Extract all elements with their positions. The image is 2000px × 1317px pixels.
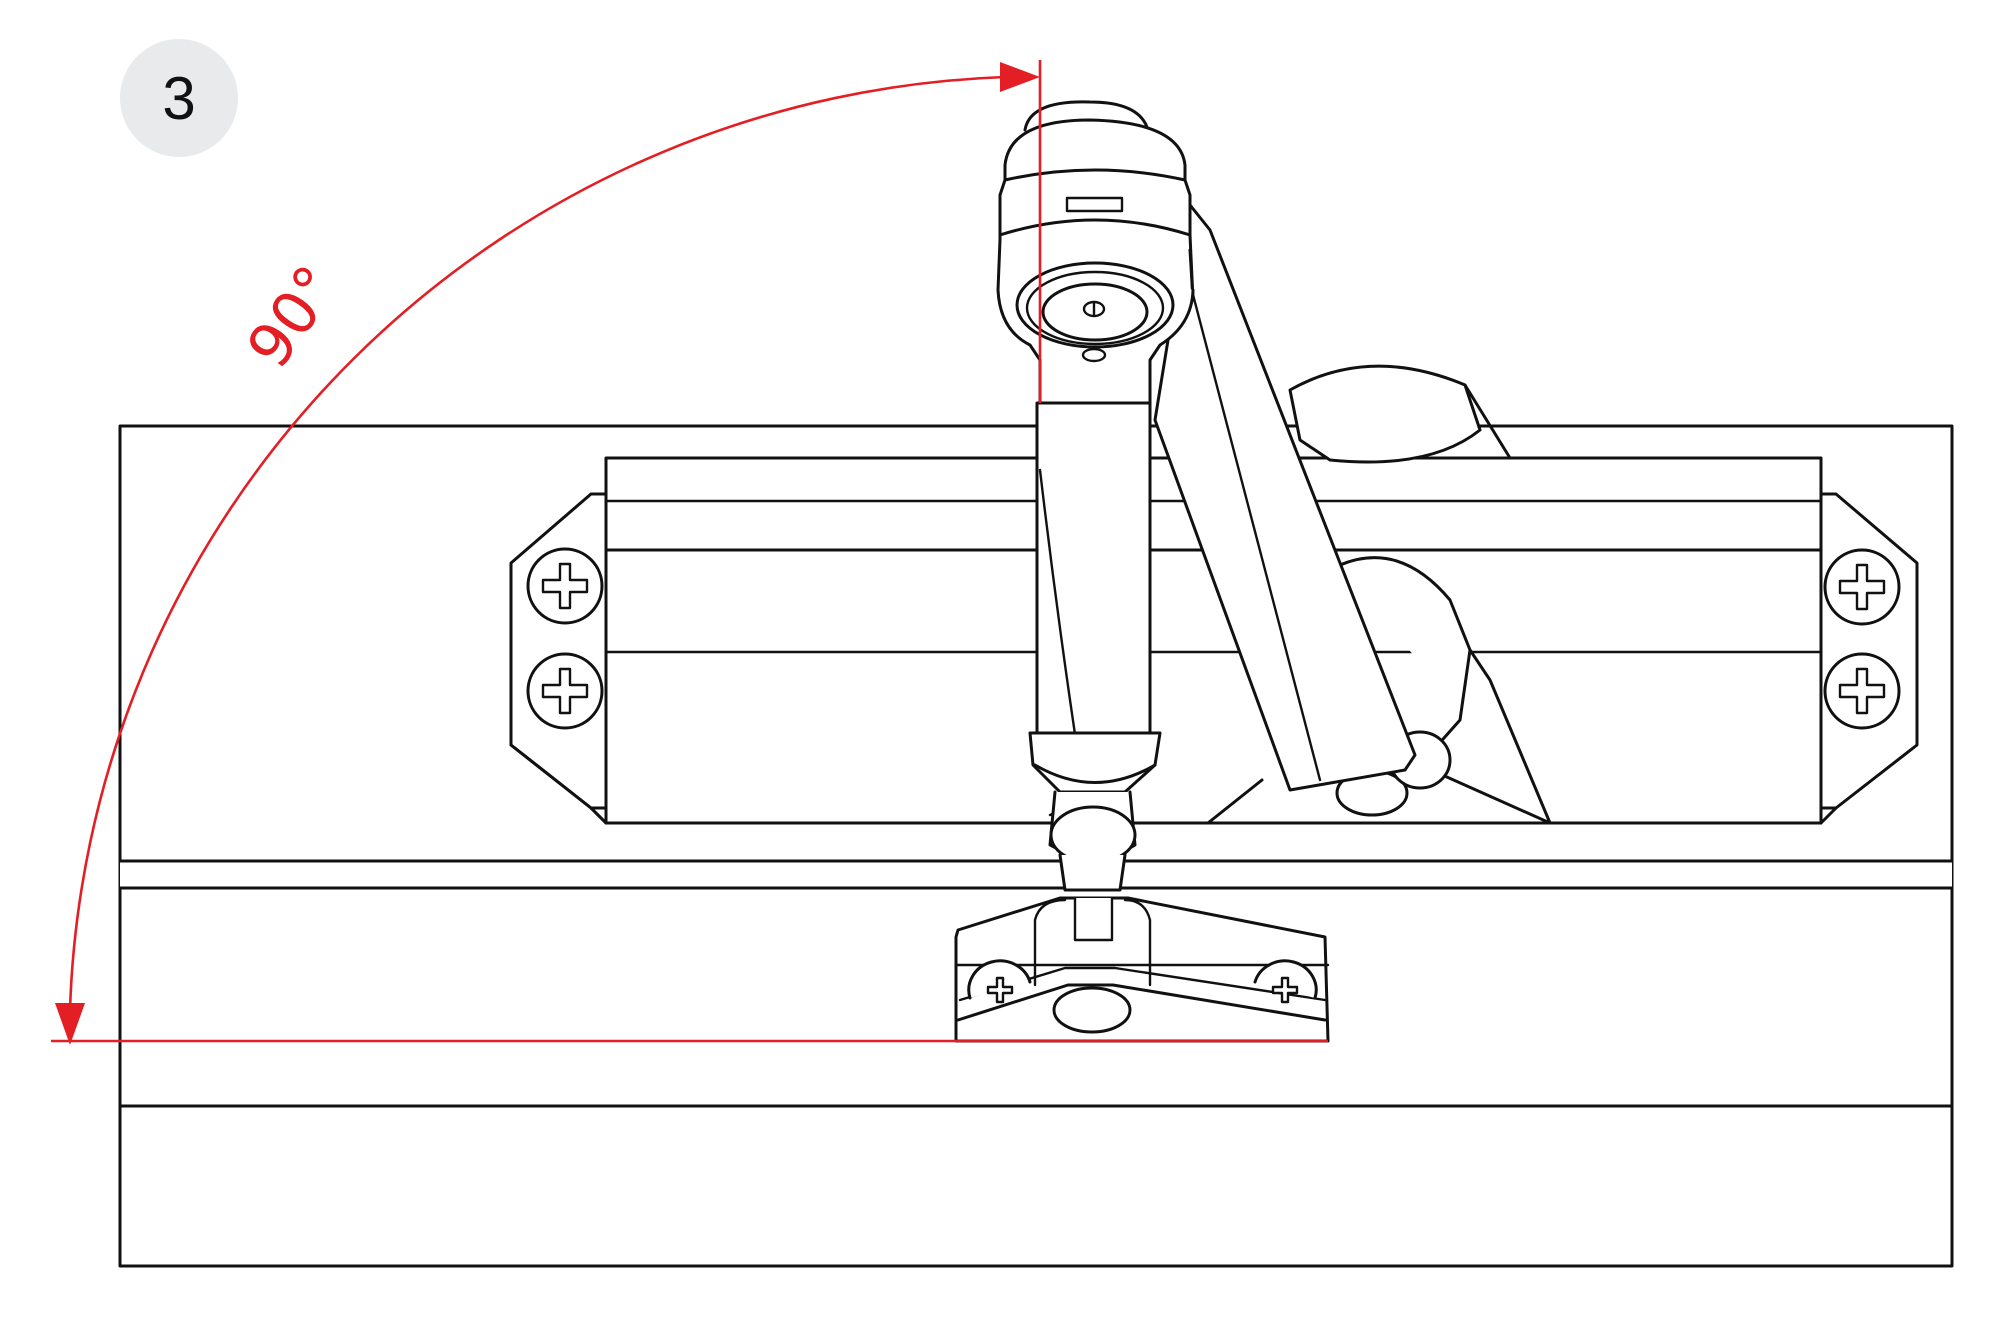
screw xyxy=(526,547,604,625)
pinion-housing xyxy=(1206,364,1552,825)
step-number-badge: 3 xyxy=(120,39,238,157)
screw xyxy=(526,652,604,730)
screw xyxy=(1823,652,1901,730)
forearm xyxy=(1153,203,1417,792)
step-number: 3 xyxy=(162,64,196,132)
pivot-adjuster-head xyxy=(996,100,1195,405)
screws xyxy=(526,547,1901,730)
arm-shoe-bracket xyxy=(954,896,1330,1043)
screw xyxy=(967,959,1032,1004)
arrowhead-bottom xyxy=(55,1003,85,1045)
bracket-center-cap xyxy=(1052,986,1132,1034)
arrowhead-top xyxy=(1000,62,1040,92)
screw xyxy=(1823,548,1901,626)
angle-arc-arrow xyxy=(51,60,1328,1045)
door-frame xyxy=(118,424,1954,1268)
main-arm xyxy=(1028,401,1162,892)
screw xyxy=(1253,959,1318,1004)
angle-arc xyxy=(68,75,1006,1011)
